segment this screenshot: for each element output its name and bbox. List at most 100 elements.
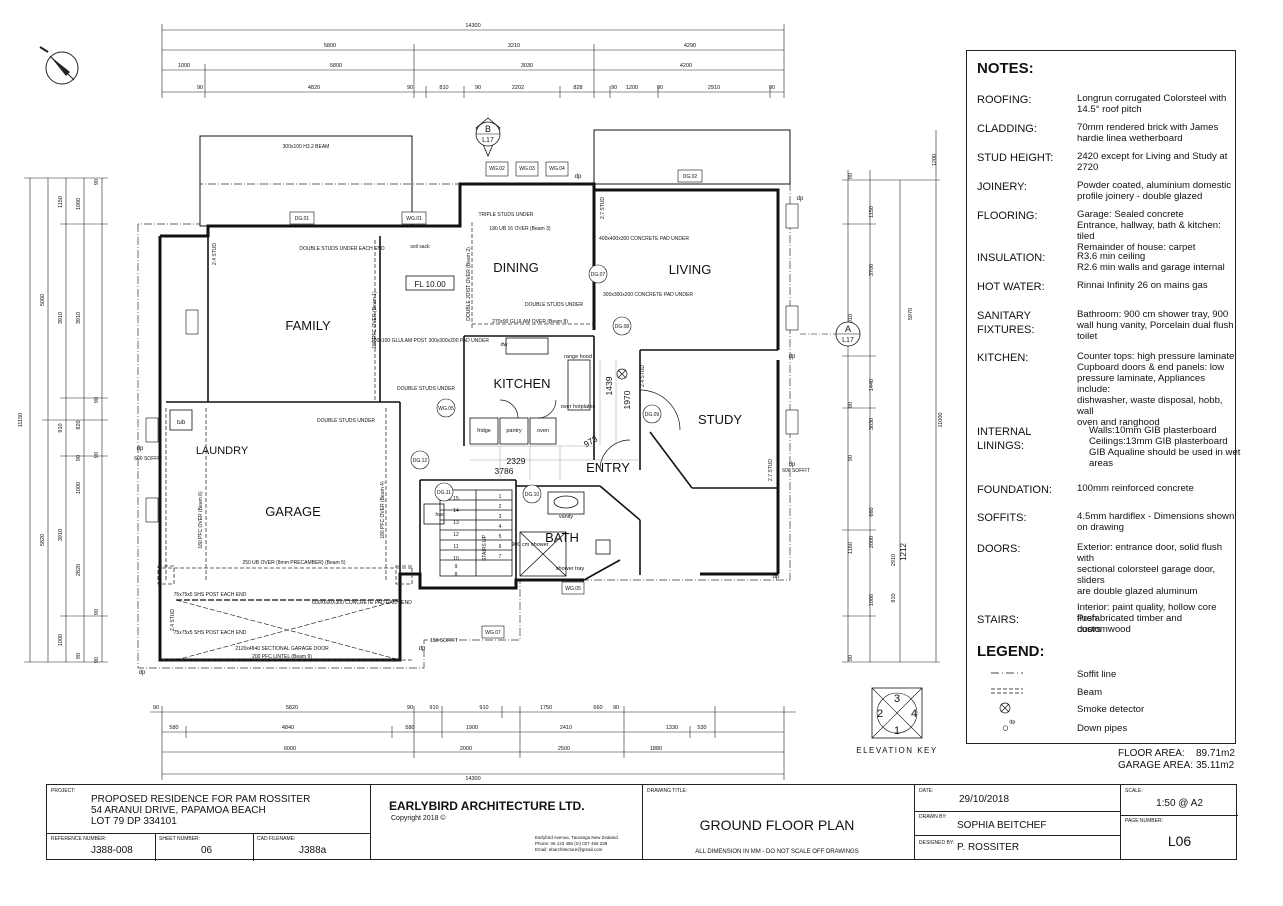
room-dining: DINING — [493, 260, 539, 275]
down-pipe-icon: dp dp dp dp dp dp dp dp — [137, 174, 804, 676]
stair-step-2: 2 — [499, 504, 502, 510]
note-triple-studs: TRIPLE STUDS UNDER — [478, 212, 533, 218]
stair-step-14: 14 — [453, 508, 459, 514]
legend-smoke-detector: Smoke detector — [977, 702, 1233, 718]
firm-name: EARLYBIRD ARCHITECTURE LTD. — [389, 799, 585, 813]
dim-right-p: 910 — [891, 593, 897, 602]
dim-right-f: 3030 — [869, 418, 875, 430]
note-ub-over: 180 UB 16 OVER (Beam 3) — [489, 226, 550, 232]
dim-top-r: 2910 — [708, 85, 720, 91]
note-key: STAIRS: — [977, 614, 1019, 626]
floor-level-label: FL 10.00 — [414, 280, 446, 289]
room-entry: ENTRY — [586, 460, 630, 475]
dim-top-h: 90 — [197, 85, 203, 91]
note-key: INTERNAL LININGS: — [977, 426, 1031, 452]
note-garage-door: 2120x4840 SECTIONAL GARAGE DOOR — [235, 646, 329, 652]
dim-right-total: 11000 — [938, 413, 944, 428]
tag-wg04: WG.04 — [549, 166, 565, 172]
dim-bot-m: 2410 — [560, 725, 572, 731]
tag-dg02: DG.02 — [683, 174, 698, 180]
svg-text:2: 2 — [877, 708, 883, 720]
hwc-label: hwc — [436, 512, 445, 518]
note-double-studs2: DOUBLE STUDS UNDER — [525, 302, 583, 308]
dim-right-h: 2000 — [869, 536, 875, 548]
stair-step-13: 13 — [453, 520, 459, 526]
project-name: PROPOSED RESIDENCE FOR PAM ROSSITER 54 A… — [91, 794, 311, 827]
laundry-tub — [169, 409, 193, 431]
dim-bot-e: 910 — [479, 705, 488, 711]
room-living: LIVING — [669, 262, 712, 277]
dim-left-f: 3910 — [58, 529, 64, 541]
elevation-key-label: ELEVATION KEY — [856, 746, 937, 755]
note-stud24-b: 2.4 STUD — [640, 365, 646, 387]
dim-bot-i: 580 — [169, 725, 178, 731]
garage-area-value: 35.11m2 — [1196, 760, 1235, 771]
title-block: PROJECT: PROPOSED RESIDENCE FOR PAM ROSS… — [46, 784, 1238, 861]
dim-bot-h: 90 — [613, 705, 619, 711]
dim-left-d: 3910 — [58, 312, 64, 324]
note-key: FOUNDATION: — [977, 484, 1052, 496]
stair-step-12: 12 — [453, 532, 459, 538]
note-double-joist: DOUBLE JOIST OVER (Beam 2) — [466, 247, 472, 321]
top-dimension-lines — [161, 24, 785, 98]
note-stud27-a: 2.7 STUD — [600, 197, 606, 219]
designed-by: P. ROSSITER — [957, 842, 1020, 853]
note-pad1: 400x400x300 CONCRETE PAD UNDER — [599, 236, 689, 242]
dim-bot-f: 1750 — [540, 705, 552, 711]
svg-text:dp: dp — [137, 446, 144, 452]
scale-page-cell: SCALE: 1:50 @ A2 PAGE NUMBER: L06 — [1121, 785, 1238, 859]
bottom-dimension-lines — [150, 706, 796, 780]
tag-dg09: DG.10 — [525, 492, 540, 498]
room-dim-973: 973 — [582, 433, 600, 449]
stair-step-5: 5 — [499, 534, 502, 540]
sheet-number: 06 — [201, 845, 213, 856]
fridge-label: fridge — [477, 428, 491, 434]
room-bath: BATH — [545, 530, 579, 545]
dim-bot-q: 2000 — [460, 746, 472, 752]
svg-text:A: A — [845, 324, 851, 334]
dim-right-c: 1150 — [869, 206, 875, 218]
section-marker-a: A L17 — [800, 321, 861, 347]
dim-left-h: 1060 — [76, 198, 82, 210]
dim-left-r: 90 — [94, 609, 100, 615]
dim-top-a: 5800 — [324, 43, 336, 49]
stair-step-7: 7 — [499, 554, 502, 560]
dim-right-j: 90 — [848, 173, 854, 179]
dim-bot-p: 6000 — [284, 746, 296, 752]
dim-top-m: 2202 — [512, 85, 524, 91]
copyright: Copyright 2018 © — [391, 815, 446, 822]
dim-right-b: 5970 — [908, 308, 914, 320]
note-double-studs4: DOUBLE STUDS UNDER — [317, 418, 375, 424]
room-dim-1439: 1439 — [604, 376, 614, 395]
svg-text:1: 1 — [894, 725, 900, 737]
stair-step-8: 8 — [455, 572, 458, 578]
dim-right-o: 2910 — [891, 554, 897, 566]
tag-dg06: DG.07 — [591, 272, 606, 278]
dim-left-s: 90 — [94, 657, 100, 663]
tag-dg08: DG.09 — [645, 412, 660, 418]
dim-bot-o: 530 — [697, 725, 706, 731]
floor-plan-drawing: 14300 5800 3210 4290 1000 5800 3030 4200… — [18, 23, 944, 782]
room-dim-2329: 2329 — [507, 456, 526, 466]
stair-step-10: 10 — [453, 556, 459, 562]
elevation-key: 3 2 4 1 ELEVATION KEY — [856, 687, 937, 755]
tub-label: tub — [177, 420, 186, 426]
firm-contact: Earlybird Avenue, Tauranga New Zealand P… — [535, 835, 618, 852]
note-stud27-b: 2.7 STUD — [768, 459, 774, 481]
kitchen-fixtures — [469, 337, 591, 445]
beam-lines — [157, 222, 594, 661]
tag-wg01: WG.01 — [406, 216, 422, 222]
note-lintel: 200 PFC LINTEL (Beam 9) — [252, 654, 312, 660]
dim-bot-total: 14300 — [465, 776, 480, 782]
reference-number: J388-008 — [91, 845, 133, 856]
dim-right-g: 660 — [869, 507, 875, 516]
note-key: CLADDING: — [977, 123, 1037, 135]
north-arrow-icon — [39, 46, 79, 85]
note-value: Prefabricated timber and customwood — [1077, 613, 1183, 635]
room-dim-1212: 1212 — [899, 543, 908, 561]
floor-area-value: 89.71m2 — [1196, 748, 1235, 759]
down-pipe-icon: dp — [1002, 719, 1015, 731]
